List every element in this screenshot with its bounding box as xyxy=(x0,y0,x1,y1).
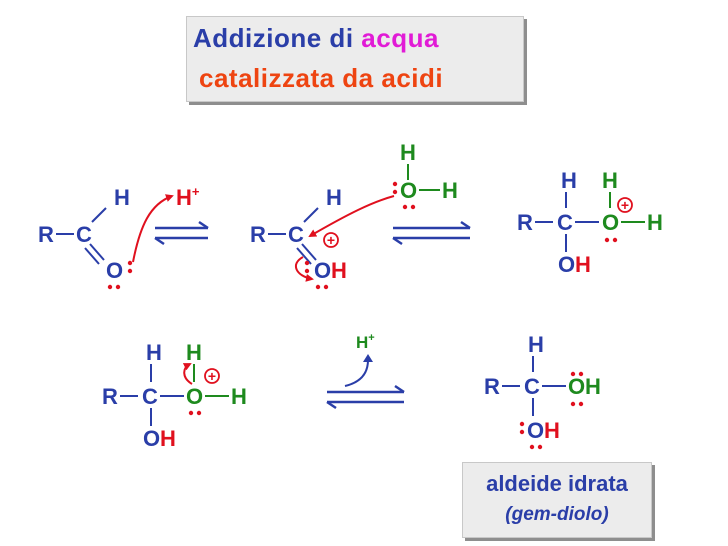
atom-h: H xyxy=(647,210,663,235)
atom-h: H xyxy=(231,384,247,409)
atom-h: H xyxy=(186,340,202,365)
title-box: Addizione di acqua catalizzata da acidi xyxy=(186,16,524,102)
atom-c: C xyxy=(142,384,158,409)
atom-h: H xyxy=(528,332,544,357)
h-plus: H+ xyxy=(356,332,375,352)
positive-charge: + xyxy=(617,197,633,213)
bond-c-o-1 xyxy=(89,243,105,261)
lone-pairs xyxy=(188,410,202,416)
positive-charge: + xyxy=(204,368,220,384)
lone-pairs xyxy=(392,181,416,210)
lone-pairs xyxy=(604,237,618,243)
curved-arrow xyxy=(182,363,193,385)
atom-c: C xyxy=(76,222,92,247)
atom-c: C xyxy=(288,222,304,247)
atom-h: H xyxy=(585,374,601,399)
svg-text:+: + xyxy=(327,232,335,248)
atom-r: R xyxy=(38,222,54,247)
bond-c-h xyxy=(303,207,319,223)
atom-h: H xyxy=(146,340,162,365)
atom-o: O xyxy=(558,252,575,277)
result-subtitle: (gem-diolo) xyxy=(505,504,609,525)
atom-h: H xyxy=(326,185,342,210)
atom-r: R xyxy=(484,374,500,399)
equilibrium-arrow-1 xyxy=(154,220,209,246)
curved-arrow xyxy=(132,194,174,263)
atom-h: H xyxy=(160,426,176,451)
release-arrowhead xyxy=(363,354,373,362)
atom-r: R xyxy=(517,210,533,235)
lone-pairs xyxy=(519,371,584,450)
equilibrium-arrow-2 xyxy=(392,220,471,246)
h-plus: H+ xyxy=(176,184,200,210)
atom-h: H xyxy=(602,168,618,193)
release-arrow xyxy=(344,359,369,387)
atom-r: R xyxy=(250,222,266,247)
bond-c-h xyxy=(91,207,107,223)
bond-c-o-2 xyxy=(84,247,100,265)
atom-c: C xyxy=(524,374,540,399)
atom-o: O xyxy=(602,210,619,235)
curved-arrow xyxy=(308,195,395,238)
atom-o: O xyxy=(568,374,585,399)
result-box: aldeide idrata (gem-diolo) xyxy=(462,462,652,538)
atom-h: H xyxy=(400,140,416,165)
atom-o: O xyxy=(143,426,160,451)
bond-c-o-2 xyxy=(296,247,312,265)
oxonium-adduct-structure: R C H O H O H H + xyxy=(517,168,663,277)
atom-o: O xyxy=(400,178,417,203)
result-label: aldeide idrata xyxy=(486,471,628,496)
atom-o: O xyxy=(106,258,123,283)
atom-h: H xyxy=(544,418,560,443)
atom-o: O xyxy=(527,418,544,443)
oxonium-adduct-deprotonation: R C H O H O H H + xyxy=(102,340,247,451)
gem-diol-structure: R C H O H O H xyxy=(484,332,601,450)
atom-c: C xyxy=(557,210,573,235)
svg-text:+: + xyxy=(208,368,216,384)
atom-h: H xyxy=(561,168,577,193)
atom-h: H xyxy=(575,252,591,277)
title-main: Addizione di xyxy=(193,23,354,53)
curved-arrow xyxy=(294,256,314,282)
atom-h: H xyxy=(442,178,458,203)
title-line2: catalizzata da acidi xyxy=(199,63,444,93)
bond-c-o-1 xyxy=(301,243,317,261)
atom-r: R xyxy=(102,384,118,409)
svg-text:+: + xyxy=(621,197,629,213)
atom-o: O xyxy=(314,258,331,283)
equilibrium-arrow-3: H+ xyxy=(326,332,405,410)
title-line1: Addizione di acqua xyxy=(193,23,439,54)
title-accent: acqua xyxy=(361,23,439,53)
protonated-carbonyl-structure: R C H O H + H O H xyxy=(250,140,458,290)
aldehyde-structure: R C H O H+ xyxy=(38,184,200,290)
atom-o: O xyxy=(186,384,203,409)
lone-pairs xyxy=(107,260,133,290)
atom-h: H xyxy=(114,185,130,210)
positive-charge: + xyxy=(323,232,339,248)
lone-pairs xyxy=(304,260,329,290)
atom-h: H xyxy=(331,258,347,283)
